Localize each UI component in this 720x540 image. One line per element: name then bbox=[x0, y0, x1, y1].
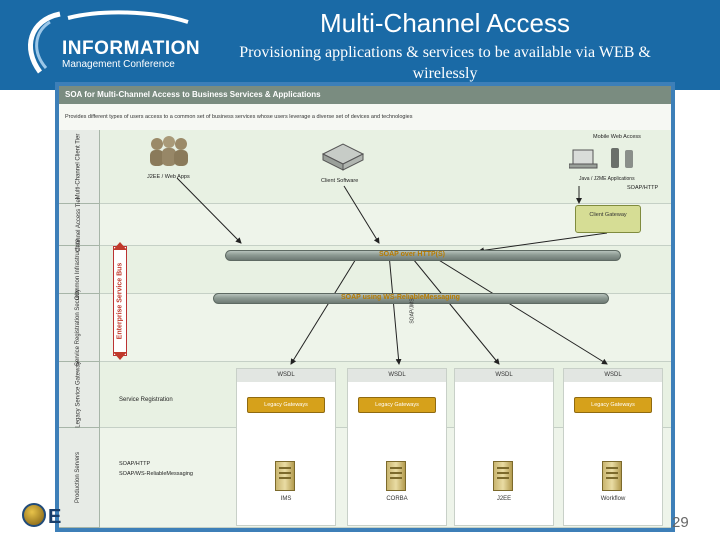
server-label: J2EE bbox=[496, 496, 512, 502]
lane-row-registration bbox=[100, 294, 671, 362]
server-label: Workflow bbox=[600, 496, 626, 502]
mobile-web-label: Mobile Web Access bbox=[593, 134, 641, 140]
protocol-label-http: SOAP/HTTP bbox=[119, 461, 151, 467]
lane-label: Channel Access Tier bbox=[59, 197, 99, 252]
doe-seal-icon bbox=[22, 503, 46, 527]
j2me-label: Java / J2ME Applications bbox=[579, 176, 635, 182]
wsdl-header: WSDL bbox=[237, 369, 335, 382]
server-icon bbox=[493, 461, 513, 491]
backend-panel-ims: WSDL Legacy Gateways IMS bbox=[236, 368, 336, 526]
lane-label: Multi-Channel Client Tier bbox=[59, 130, 99, 204]
logo-subtitle: Management Conference bbox=[62, 59, 175, 70]
client-software-label: Client Software bbox=[321, 178, 359, 184]
lane-row-production bbox=[100, 428, 671, 528]
backend-panel-workflow: WSDL Legacy Gateways Workflow bbox=[563, 368, 663, 526]
lane-row-access bbox=[100, 204, 671, 246]
wsdl-header: WSDL bbox=[348, 369, 446, 382]
backend-panel-j2ee: WSDL J2EE bbox=[454, 368, 554, 526]
server-label: CORBA bbox=[386, 496, 408, 502]
lane-label: Service Registration Security bbox=[59, 289, 99, 366]
legacy-gateway-box: Legacy Gateways bbox=[574, 397, 652, 413]
wsdl-header: WSDL bbox=[455, 369, 553, 382]
footer-logo-letter: E bbox=[48, 506, 62, 528]
header-bar: INFORMATION Management Conference Multi-… bbox=[0, 0, 720, 90]
lane-label: Common Infrastructure bbox=[59, 239, 99, 300]
backend-panel-corba: WSDL Legacy Gateways CORBA bbox=[347, 368, 447, 526]
server-icon bbox=[275, 461, 295, 491]
client-software-icon bbox=[321, 143, 365, 171]
esb-label: Enterprise Service Bus bbox=[116, 262, 124, 340]
server-icon bbox=[386, 461, 406, 491]
legacy-gateway-box: Legacy Gateways bbox=[358, 397, 436, 413]
lane-label: Production Servers bbox=[59, 428, 99, 528]
diagram-canvas: SOA for Multi-Channel Access to Business… bbox=[59, 86, 671, 528]
vertical-jms-label: SOAP/JMS bbox=[409, 298, 416, 324]
soap-ws-bus bbox=[213, 293, 609, 304]
soap-http-bus-label: SOAP over HTTP(S) bbox=[379, 251, 445, 258]
diagram-title: SOA for Multi-Channel Access to Business… bbox=[59, 86, 671, 104]
esb-arrows-icon bbox=[113, 242, 127, 360]
wsdl-header: WSDL bbox=[564, 369, 662, 382]
page-number: 29 bbox=[672, 514, 689, 531]
diagram-subtitle: Provides different types of users access… bbox=[59, 104, 671, 130]
soap-http-bus bbox=[225, 250, 621, 261]
protocol-label-ws: SOAP/WS-ReliableMessaging bbox=[119, 471, 193, 477]
lane-labels-column: Multi-Channel Client Tier Channel Access… bbox=[59, 130, 100, 528]
page-subtitle: Provisioning applications & services to … bbox=[239, 44, 651, 82]
users-group-icon bbox=[150, 136, 188, 166]
server-icon bbox=[602, 461, 622, 491]
users-label: J2EE / Web Apps bbox=[147, 174, 190, 180]
page-title: Multi-Channel Access bbox=[320, 8, 570, 38]
client-gateway-box: Client Gateway bbox=[575, 205, 641, 233]
conference-logo: INFORMATION Management Conference bbox=[20, 8, 200, 80]
legacy-gateway-box: Legacy Gateways bbox=[247, 397, 325, 413]
server-label: IMS bbox=[280, 496, 292, 502]
soap-http-client-label: SOAP/HTTP bbox=[627, 185, 659, 191]
mobile-devices-icon bbox=[569, 148, 633, 169]
logo-swoosh-icon bbox=[28, 10, 189, 74]
connector-arrows bbox=[176, 177, 608, 365]
soap-ws-bus-label: SOAP using WS-ReliableMessaging bbox=[341, 294, 460, 301]
soa-diagram: SOA for Multi-Channel Access to Business… bbox=[55, 82, 675, 532]
logo-title: INFORMATION bbox=[62, 38, 201, 59]
service-registration-label: Service Registration bbox=[119, 397, 173, 403]
lane-label: Legacy Service Gateway bbox=[59, 361, 99, 428]
